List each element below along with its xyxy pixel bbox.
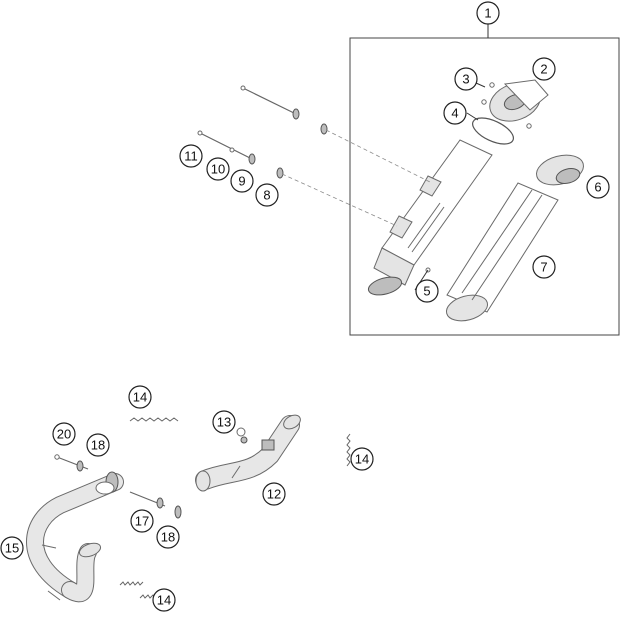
callout-13: 13 bbox=[212, 410, 236, 434]
callout-18-lower: 18 bbox=[156, 525, 180, 549]
svg-text:14: 14 bbox=[133, 390, 147, 405]
svg-text:18: 18 bbox=[91, 438, 105, 453]
svg-text:14: 14 bbox=[157, 593, 171, 608]
callout-5: 5 bbox=[415, 279, 439, 303]
svg-text:18: 18 bbox=[161, 530, 175, 545]
spring-upper bbox=[129, 417, 179, 422]
silencer-group-frame bbox=[349, 37, 620, 336]
svg-text:6: 6 bbox=[594, 180, 601, 195]
callout-8: 8 bbox=[255, 183, 279, 207]
svg-text:13: 13 bbox=[217, 415, 231, 430]
svg-text:2: 2 bbox=[540, 62, 547, 77]
svg-text:12: 12 bbox=[267, 487, 281, 502]
callout-10: 10 bbox=[206, 157, 230, 181]
svg-text:5: 5 bbox=[423, 284, 430, 299]
callout-3: 3 bbox=[454, 67, 478, 91]
svg-text:4: 4 bbox=[451, 106, 458, 121]
callout-11: 11 bbox=[179, 144, 203, 168]
callout-14-lower: 14 bbox=[152, 588, 176, 612]
svg-text:3: 3 bbox=[462, 72, 469, 87]
callout-2: 2 bbox=[532, 57, 556, 81]
callout-14-right: 14 bbox=[350, 447, 374, 471]
seal-ring-part bbox=[472, 117, 514, 145]
callout-7: 7 bbox=[532, 255, 556, 279]
callout-1: 1 bbox=[476, 1, 500, 25]
silencer-body bbox=[367, 139, 493, 296]
spring-lower-left bbox=[119, 581, 144, 586]
callout-15: 15 bbox=[0, 536, 24, 560]
callout-17: 17 bbox=[130, 509, 154, 533]
svg-text:9: 9 bbox=[238, 174, 245, 189]
callout-14-upper: 14 bbox=[128, 385, 152, 409]
header-fasteners bbox=[54, 454, 182, 519]
svg-text:7: 7 bbox=[540, 260, 547, 275]
svg-text:8: 8 bbox=[263, 188, 270, 203]
spring-right bbox=[346, 433, 351, 467]
svg-text:14: 14 bbox=[355, 452, 369, 467]
silencer-sleeve-part bbox=[445, 182, 559, 322]
callout-4: 4 bbox=[443, 101, 467, 125]
svg-text:1: 1 bbox=[484, 6, 491, 21]
svg-text:17: 17 bbox=[135, 514, 149, 529]
clamp-part bbox=[236, 427, 248, 444]
callout-18-upper: 18 bbox=[86, 433, 110, 457]
mid-pipe-part bbox=[195, 414, 301, 492]
header-pipe-part bbox=[26, 471, 124, 603]
svg-text:15: 15 bbox=[5, 541, 19, 556]
callout-12: 12 bbox=[262, 482, 286, 506]
svg-text:11: 11 bbox=[184, 149, 198, 164]
svg-text:20: 20 bbox=[57, 427, 71, 442]
callout-6: 6 bbox=[586, 175, 610, 199]
callout-20: 20 bbox=[52, 422, 76, 446]
callout-9: 9 bbox=[230, 169, 254, 193]
mounting-screws bbox=[197, 85, 431, 227]
svg-text:10: 10 bbox=[211, 162, 225, 177]
end-cap-part bbox=[481, 79, 549, 129]
end-cone-part bbox=[536, 154, 584, 186]
